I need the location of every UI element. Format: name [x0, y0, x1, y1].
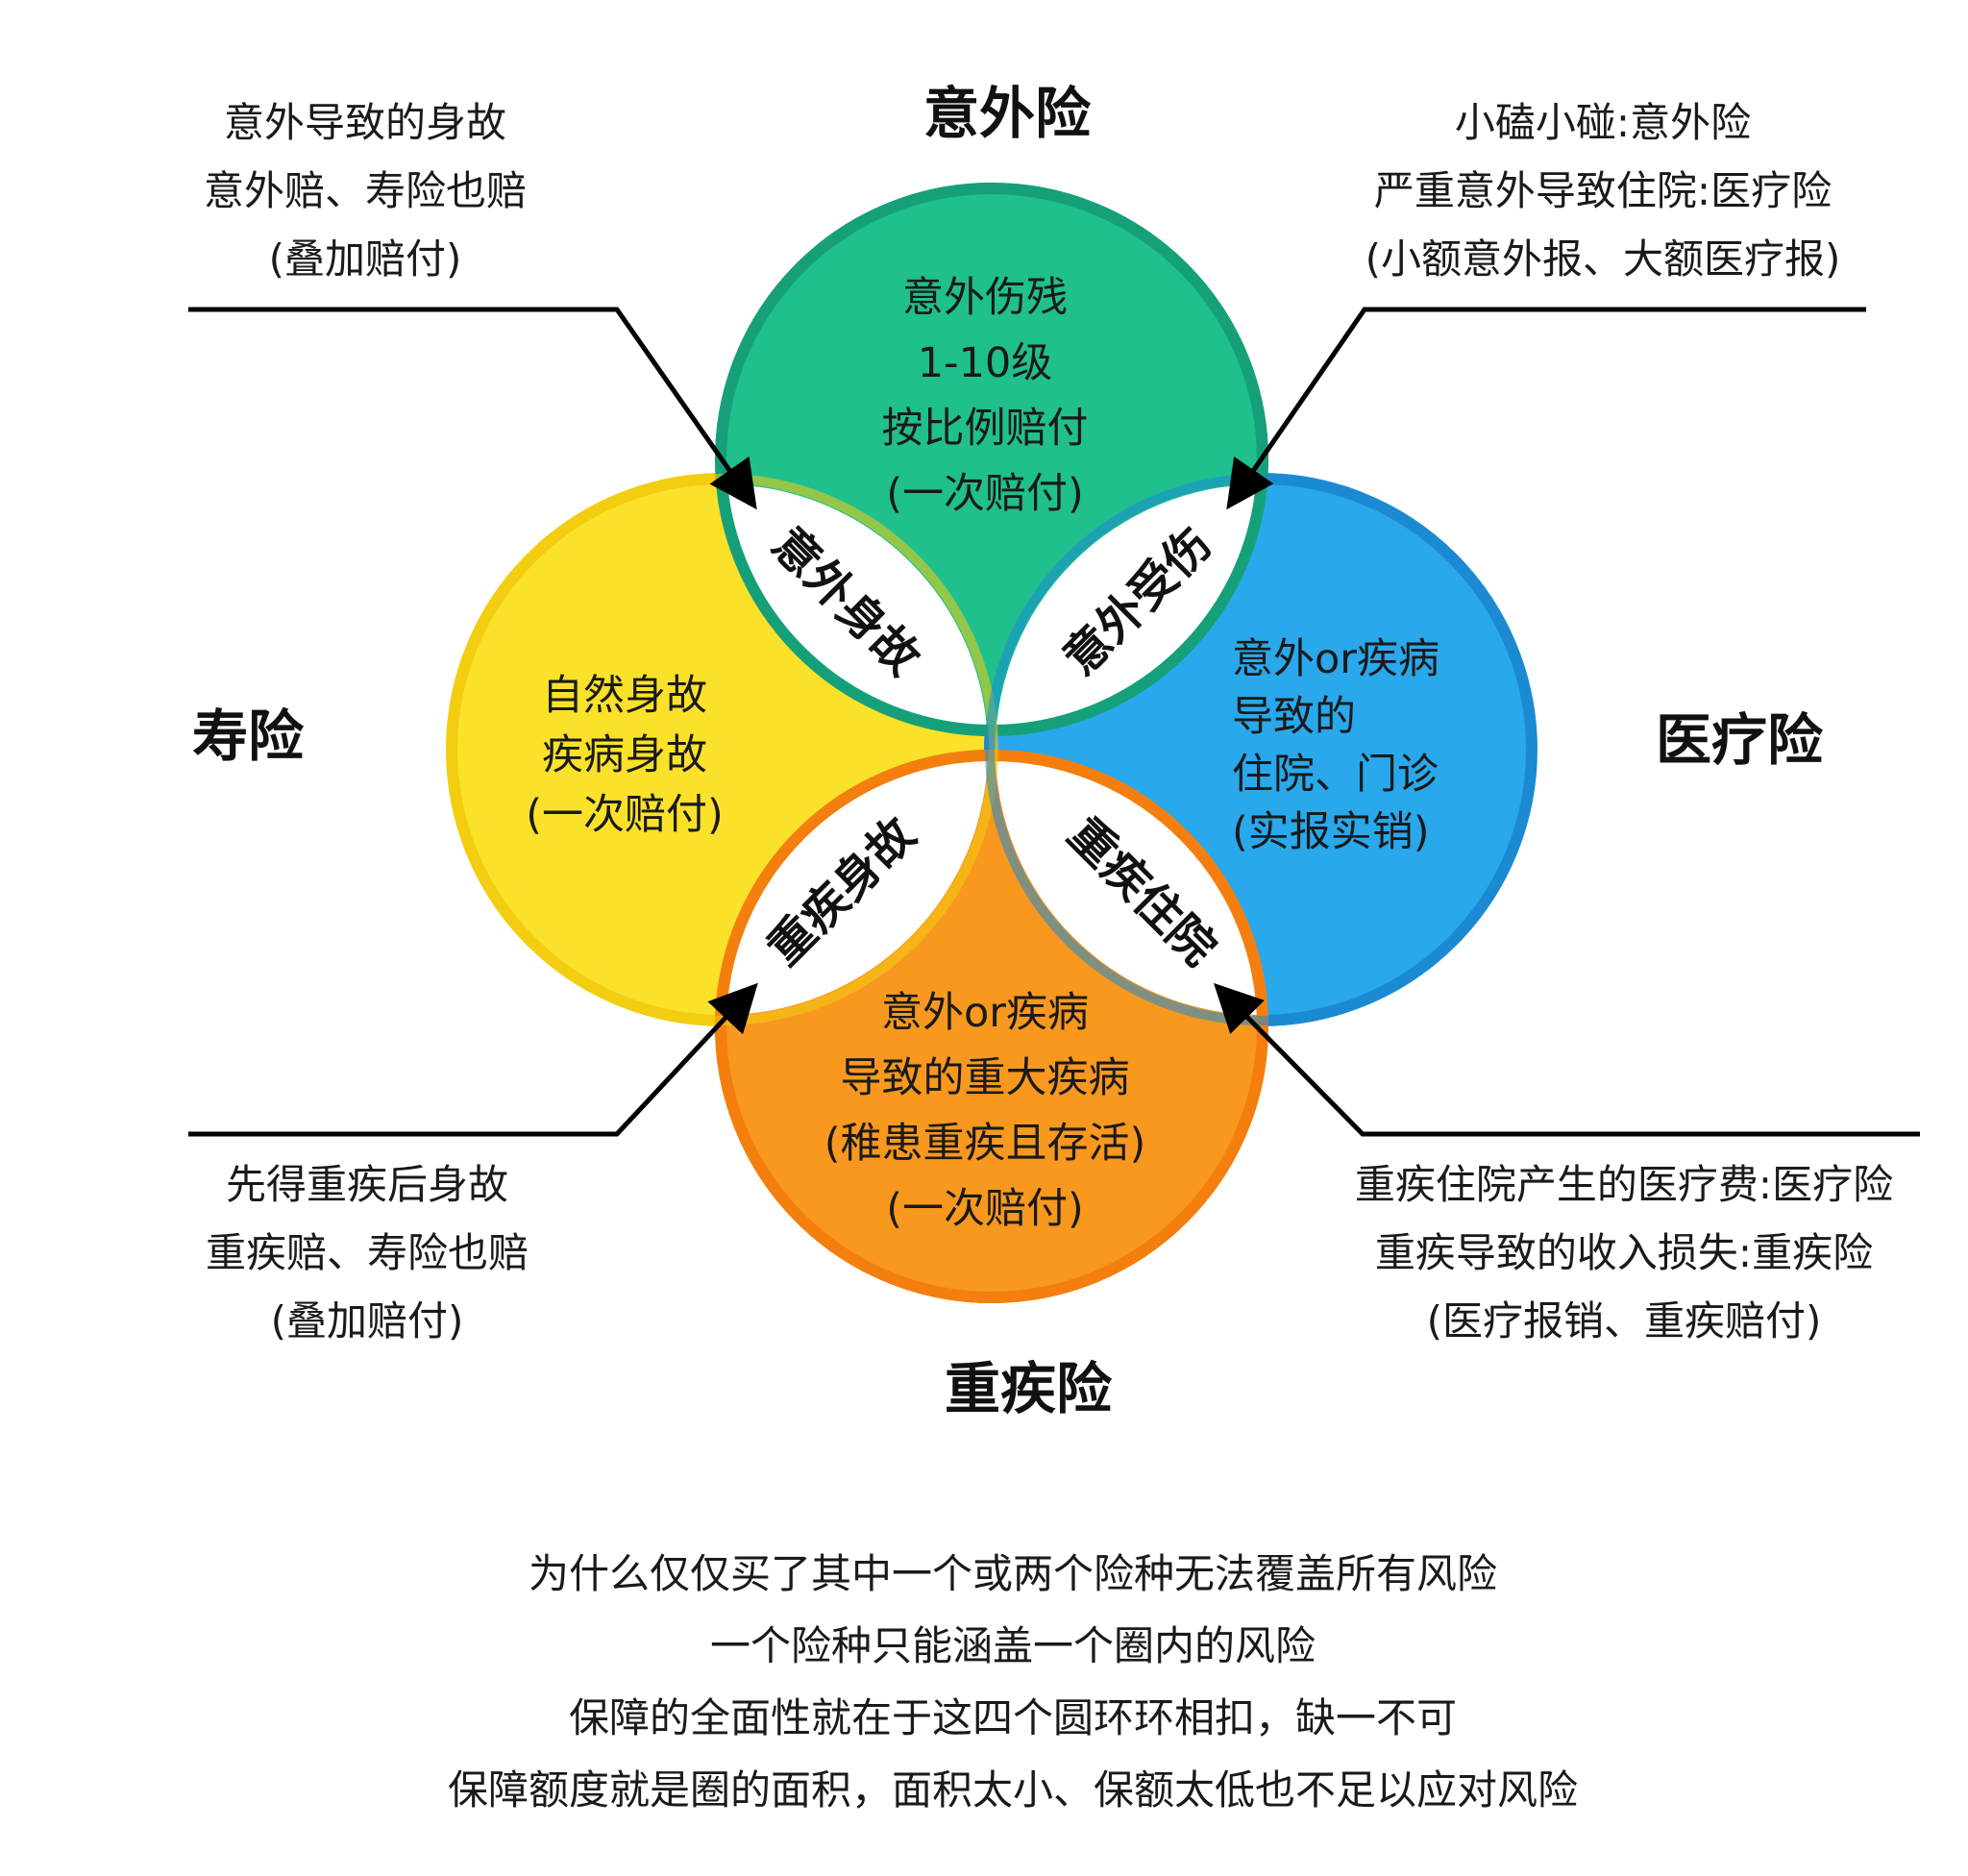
- note-line: 意外导致的身故: [224, 99, 506, 146]
- circle-line: 住院、门诊: [1232, 751, 1439, 799]
- title-accident: 意外险: [923, 81, 1092, 146]
- circle-line: (一次赔付): [526, 791, 724, 839]
- note-line: (小额意外报、大额医疗报): [1365, 235, 1841, 283]
- circle-line: 意外伤残: [902, 274, 1068, 322]
- note-line: (叠加赔付): [269, 235, 462, 283]
- footer-text: 为什么仅仅买了其中一个或两个险种无法覆盖所有风险 一个险种只能涵盖一个圈内的风险…: [448, 1550, 1578, 1814]
- circle-line: (实报实销): [1232, 808, 1430, 856]
- note-line: 意外赔、寿险也赔: [204, 167, 527, 214]
- footer-line: 保障额度就是圈的面积，面积太小、保额太低也不足以应对风险: [448, 1766, 1578, 1814]
- note-line: 严重意外导致住院:医疗险: [1374, 167, 1832, 214]
- circle-line: 导致的重大疾病: [841, 1054, 1130, 1102]
- circle-line: 按比例赔付: [882, 405, 1089, 453]
- arrow-top-left: [188, 307, 757, 510]
- circle-line: 导致的: [1232, 693, 1356, 741]
- note-line: 重疾赔、寿险也赔: [206, 1229, 529, 1276]
- note-bottom-right: 重疾住院产生的医疗费:医疗险 重疾导致的收入损失:重疾险 (医疗报销、重疾赔付): [1355, 1161, 1893, 1345]
- circle-line: 意外or疾病: [881, 989, 1089, 1037]
- note-bottom-left: 先得重疾后身故 重疾赔、寿险也赔 (叠加赔付): [206, 1161, 529, 1345]
- accident-circle-text: 意外伤残 1-10级 按比例赔付 (一次赔付): [882, 274, 1089, 518]
- note-top-right: 小磕小碰:意外险 严重意外导致住院:医疗险 (小额意外报、大额医疗报): [1365, 99, 1841, 283]
- circle-line: 自然身故: [542, 672, 707, 720]
- lens-life-critical: [721, 755, 988, 1015]
- lens-medical-critical: [996, 755, 1263, 1015]
- lens-accident-life: [721, 484, 988, 730]
- note-top-left: 意外导致的身故 意外赔、寿险也赔 (叠加赔付): [204, 99, 527, 283]
- title-medical: 医疗险: [1656, 707, 1824, 773]
- circle-line: 疾病身故: [542, 731, 707, 779]
- circle-line: (一次赔付): [886, 1185, 1084, 1233]
- critical-circle-text: 意外or疾病 导致的重大疾病 (稚患重疾且存活) (一次赔付): [824, 989, 1146, 1233]
- footer-line: 为什么仅仅买了其中一个或两个险种无法覆盖所有风险: [529, 1550, 1497, 1597]
- note-line: 重疾住院产生的医疗费:医疗险: [1355, 1161, 1893, 1208]
- circle-line: (稚患重疾且存活): [824, 1120, 1146, 1168]
- note-line: (医疗报销、重疾赔付): [1427, 1297, 1822, 1345]
- arrow-bottom-left: [188, 982, 758, 1137]
- footer-line: 保障的全面性就在于这四个圆环环相扣，缺一不可: [569, 1694, 1457, 1741]
- medical-circle-text: 意外or疾病 导致的 住院、门诊 (实报实销): [1232, 635, 1439, 856]
- note-line: 先得重疾后身故: [226, 1161, 508, 1208]
- note-line: 重疾导致的收入损失:重疾险: [1375, 1229, 1873, 1276]
- arrow-top-right: [1226, 307, 1866, 510]
- circle-line: (一次赔付): [886, 470, 1084, 518]
- note-line: (叠加赔付): [271, 1297, 464, 1345]
- circle-line: 1-10级: [918, 339, 1053, 387]
- circle-line: 意外or疾病: [1232, 635, 1439, 683]
- footer-line: 一个险种只能涵盖一个圈内的风险: [710, 1622, 1316, 1669]
- note-line: 小磕小碰:意外险: [1455, 99, 1751, 146]
- lens-accident-medical: [996, 484, 1263, 730]
- title-critical: 重疾险: [945, 1356, 1113, 1421]
- title-life: 寿险: [192, 704, 305, 769]
- life-circle-text: 自然身故 疾病身故 (一次赔付): [526, 672, 724, 839]
- arrow-bottom-right: [1213, 982, 1920, 1137]
